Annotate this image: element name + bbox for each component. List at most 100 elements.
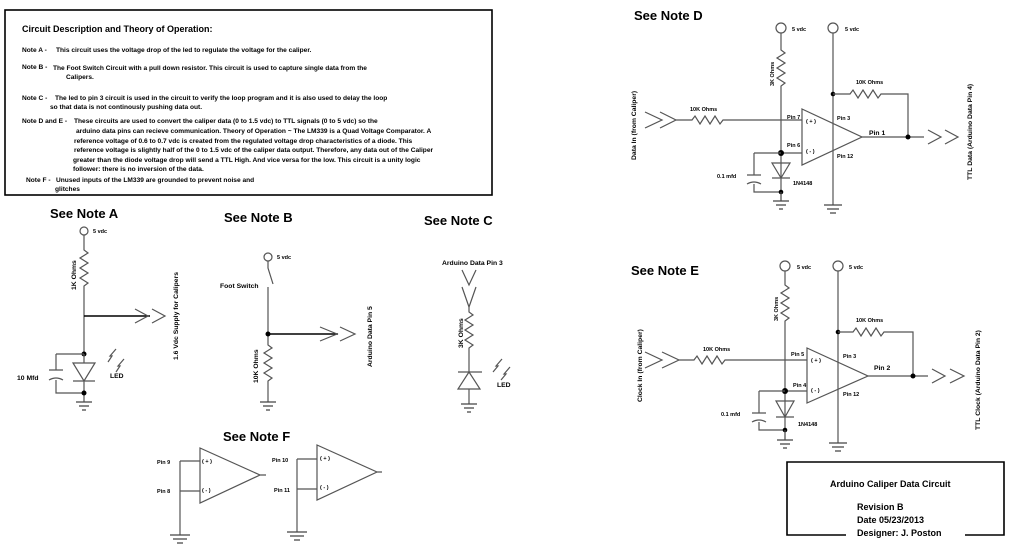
circuit-e: See Note E 5 vdc 3K Ohms 5 vdc 10K Ohms … bbox=[631, 260, 982, 452]
comparator-icon bbox=[806, 347, 870, 404]
ground-icon bbox=[287, 531, 307, 541]
note-de-label: Note D and E - bbox=[22, 118, 67, 125]
comparator-icon bbox=[801, 108, 864, 166]
input-connector-icon bbox=[644, 111, 678, 129]
note-f-text-1: Unused inputs of the LM339 are grounded … bbox=[56, 177, 254, 184]
resistor-3k-icon bbox=[779, 271, 791, 430]
circuit-d: See Note D 5 vdc 3K Ohms 5 vdc 10K Ohms … bbox=[631, 8, 974, 214]
circuit-d-minus: ( - ) bbox=[806, 149, 815, 155]
opamp-1-minus-pin: Pin 8 bbox=[157, 489, 170, 495]
circuit-d-pin-out: Pin 1 bbox=[869, 130, 885, 137]
resistor-3k-icon bbox=[775, 33, 787, 193]
supply-terminal-icon bbox=[827, 22, 839, 34]
note-c-text-2: so that data is not continously pushing … bbox=[50, 104, 202, 111]
supply-terminal-icon bbox=[263, 252, 273, 262]
circuit-a-cap-label: 10 Mfd bbox=[17, 375, 39, 382]
opamp-1-plus-pin: Pin 9 bbox=[157, 460, 170, 466]
circuit-e-pin-vcc: Pin 3 bbox=[843, 354, 856, 360]
input-resistor-icon bbox=[676, 114, 802, 126]
note-de-text-4: reference voltage is slightly half of th… bbox=[74, 147, 433, 154]
circuit-b-output-label: Arduino Data Pin 5 bbox=[367, 306, 374, 367]
note-f-label: Note F - bbox=[26, 177, 51, 184]
circuit-c-led-label: LED bbox=[497, 382, 511, 389]
circuit-a: See Note A 5 vdc 1K Ohms 1.6 Vdc Supply … bbox=[17, 206, 180, 411]
ground-icon bbox=[777, 430, 793, 449]
note-de-text-5: greater than the diode voltage drop will… bbox=[73, 157, 421, 164]
light-emission-icon bbox=[492, 358, 511, 381]
input-connector-icon bbox=[461, 269, 477, 309]
ground-icon bbox=[170, 534, 190, 544]
ground-icon bbox=[461, 403, 477, 413]
circuit-e-heading: See Note E bbox=[631, 263, 699, 278]
opamp-1-minus: ( - ) bbox=[202, 488, 211, 494]
input-resistor-icon bbox=[679, 354, 807, 366]
circuit-d-pin-minus: Pin 6 bbox=[787, 143, 800, 149]
opamp-2-plus: ( + ) bbox=[320, 456, 330, 462]
feedback-resistor-icon bbox=[833, 88, 909, 136]
circuit-b: See Note B 5 vdc Foot Switch Arduino Dat… bbox=[220, 210, 374, 411]
note-de-text-2: arduino data pins can recieve communicat… bbox=[76, 128, 431, 135]
note-b-text-1: The Foot Switch Circuit with a pull down… bbox=[53, 65, 367, 72]
circuit-b-heading: See Note B bbox=[224, 210, 293, 225]
circuit-d-pin-gnd: Pin 12 bbox=[837, 154, 853, 160]
circuit-a-heading: See Note A bbox=[50, 206, 119, 221]
description-border bbox=[4, 9, 493, 196]
circuit-c-heading: See Note C bbox=[424, 213, 493, 228]
note-de-text-1: These circuits are used to convert the c… bbox=[74, 118, 378, 125]
note-c-text-1: The led to pin 3 circuit is used in the … bbox=[55, 95, 387, 102]
note-b-text-2: Calipers. bbox=[66, 74, 94, 81]
supply-terminal-icon bbox=[79, 226, 89, 236]
circuit-e-output-label: TTL Clock (Arduino Data Pin 2) bbox=[975, 330, 982, 430]
supply-terminal-icon bbox=[779, 260, 791, 272]
input-connector-icon bbox=[644, 351, 681, 369]
title-block-date: Date 05/23/2013 bbox=[857, 515, 924, 525]
circuit-d-in-resistor-label: 10K Ohms bbox=[690, 107, 717, 113]
circuit-e-fb-resistor-label: 10K Ohms bbox=[856, 318, 883, 324]
circuit-d-ref-resistor-label: 3K Ohms bbox=[770, 62, 776, 86]
title-block: Arduino Caliper Data Circuit Revision B … bbox=[786, 461, 1005, 538]
circuit-c: See Note C Arduino Data Pin 3 3K Ohms LE… bbox=[424, 213, 511, 413]
junction-dot bbox=[905, 134, 911, 140]
note-de-text-6: follower: there is no inversion of the d… bbox=[73, 166, 204, 173]
resistor-3k-icon bbox=[463, 307, 475, 372]
capacitor-icon bbox=[48, 369, 64, 381]
circuit-a-led-label: LED bbox=[110, 373, 124, 380]
opamp-2-plus-pin: Pin 10 bbox=[272, 458, 288, 464]
opamp-2-wires bbox=[296, 458, 317, 532]
output-connector-icon bbox=[931, 368, 966, 384]
ground-icon bbox=[76, 401, 92, 411]
led-icon bbox=[71, 354, 97, 402]
circuit-e-supply1-label: 5 vdc bbox=[797, 265, 811, 271]
junction-dot bbox=[910, 373, 916, 379]
note-a-text: This circuit uses the voltage drop of th… bbox=[56, 47, 312, 54]
output-connector-icon bbox=[927, 129, 960, 145]
circuit-d-output-label: TTL Data (Arduino Data Pin 4) bbox=[967, 84, 974, 180]
circuit-d-heading: See Note D bbox=[634, 8, 703, 23]
circuit-e-ref-resistor-label: 3K Ohms bbox=[774, 297, 780, 321]
opamp-2-icon bbox=[316, 444, 382, 501]
note-c-label: Note C - bbox=[22, 95, 47, 102]
circuit-b-supply-label: 5 vdc bbox=[277, 255, 291, 261]
light-emission-icon bbox=[107, 348, 125, 373]
circuit-a-resistor-label: 1K Ohms bbox=[71, 260, 78, 290]
circuit-e-pin-minus: Pin 4 bbox=[793, 383, 807, 389]
title-block-revision: Revision B bbox=[857, 502, 904, 512]
diode-icon bbox=[774, 400, 796, 419]
capacitor-icon bbox=[746, 174, 762, 185]
note-de-text-3: reference voltage of 0.6 to 0.7 vdc is c… bbox=[74, 138, 413, 145]
circuit-a-output-label: 1.6 Vdc Supply for Calipers bbox=[173, 272, 180, 360]
circuit-d-pin-plus: Pin 7 bbox=[787, 115, 800, 121]
circuit-e-pin-plus: Pin 5 bbox=[791, 352, 804, 358]
circuit-e-cap-label: 0.1 mfd bbox=[721, 412, 740, 418]
opamp-2-minus-pin: Pin 11 bbox=[274, 488, 290, 494]
circuit-e-pin-gnd: Pin 12 bbox=[843, 392, 859, 398]
circuit-d-plus: ( + ) bbox=[806, 119, 816, 125]
opamp-1-plus: ( + ) bbox=[202, 459, 212, 465]
cap-wire bbox=[758, 390, 785, 431]
title-block-border bbox=[786, 461, 1005, 536]
ground-icon bbox=[824, 204, 842, 214]
supply-terminal-icon bbox=[775, 22, 787, 34]
note-a-label: Note A - bbox=[22, 47, 47, 54]
circuit-e-input-label: Clock In (from Caliper) bbox=[637, 329, 644, 402]
